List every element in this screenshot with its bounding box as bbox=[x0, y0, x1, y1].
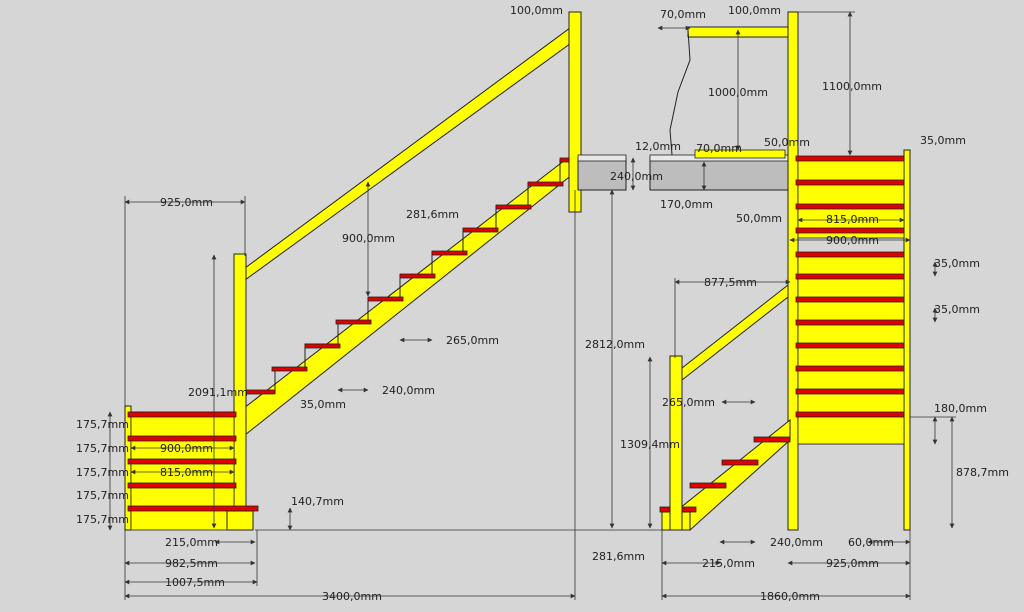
left-tread bbox=[495, 204, 532, 210]
dim-label: 35,0mm bbox=[920, 134, 966, 147]
dim-label: 1309,4mm bbox=[620, 438, 680, 451]
dim-label: 100,0mm bbox=[728, 4, 781, 17]
right-outer-post bbox=[903, 149, 911, 531]
dim-label: 982,5mm bbox=[165, 557, 218, 570]
dim-label: 900,0mm bbox=[826, 234, 879, 247]
left-tread bbox=[431, 250, 468, 256]
left-tread bbox=[399, 273, 436, 279]
right-stringer bbox=[674, 418, 791, 531]
left-tread bbox=[462, 227, 499, 233]
dimension-labels: 100,0mm 70,0mm 100,0mm 1000,0mm 1100,0mm… bbox=[76, 4, 1009, 603]
dim-label: 35,0mm bbox=[300, 398, 346, 411]
left-treads bbox=[239, 157, 579, 395]
left-tread bbox=[271, 366, 308, 372]
right-elevation bbox=[649, 11, 911, 531]
dim-label: 35,0mm bbox=[934, 303, 980, 316]
left-tread bbox=[367, 296, 404, 302]
break-line bbox=[669, 29, 691, 156]
mid-tread bbox=[795, 251, 905, 258]
right-tread bbox=[689, 482, 727, 489]
dimension-lines bbox=[107, 11, 956, 600]
dim-label: 215,0mm bbox=[702, 557, 755, 570]
dim-label: 175,7mm bbox=[76, 442, 129, 455]
dim-label: 265,0mm bbox=[446, 334, 499, 347]
right-handrail bbox=[681, 283, 789, 382]
upper-ladder-treads bbox=[795, 155, 905, 234]
dim-label: 175,7mm bbox=[76, 513, 129, 526]
dim-label: 265,0mm bbox=[662, 396, 715, 409]
dim-label: 180,0mm bbox=[934, 402, 987, 415]
left-tread bbox=[527, 181, 564, 187]
dim-label: 175,7mm bbox=[76, 418, 129, 431]
mid-tread bbox=[795, 296, 905, 303]
dim-label: 815,0mm bbox=[160, 466, 213, 479]
dim-label: 70,0mm bbox=[696, 142, 742, 155]
dim-label: 281,6mm bbox=[592, 550, 645, 563]
mid-tread bbox=[795, 342, 905, 349]
right-small-newel bbox=[669, 355, 683, 531]
dim-label: 815,0mm bbox=[826, 213, 879, 226]
dim-label: 1007,5mm bbox=[165, 576, 225, 589]
dim-label: 170,0mm bbox=[660, 198, 713, 211]
dim-label: 1100,0mm bbox=[822, 80, 882, 93]
right-slab bbox=[649, 157, 791, 191]
dim-label: 281,6mm bbox=[406, 208, 459, 221]
right-tread bbox=[753, 436, 791, 443]
ladder-tread bbox=[127, 505, 259, 512]
dim-label: 900,0mm bbox=[160, 442, 213, 455]
dim-label: 240,0mm bbox=[382, 384, 435, 397]
dim-label: 240,0mm bbox=[770, 536, 823, 549]
dim-label: 70,0mm bbox=[660, 8, 706, 21]
upper-ladder-backing bbox=[797, 157, 905, 239]
left-slab-top bbox=[577, 154, 627, 162]
right-bottom-strip bbox=[797, 416, 905, 445]
dim-label: 100,0mm bbox=[510, 4, 563, 17]
upper-tread bbox=[795, 155, 905, 162]
ladder-bottom-block bbox=[226, 510, 254, 531]
mid-tread bbox=[795, 411, 905, 418]
ladder-tread bbox=[127, 482, 237, 489]
dim-label: 12,0mm bbox=[635, 140, 681, 153]
dim-label: 50,0mm bbox=[736, 212, 782, 225]
dim-label: 215,0mm bbox=[165, 536, 218, 549]
dim-label: 35,0mm bbox=[934, 257, 980, 270]
upper-tread bbox=[795, 203, 905, 210]
dim-label: 140,7mm bbox=[291, 495, 344, 508]
dim-label: 925,0mm bbox=[826, 557, 879, 570]
left-tread bbox=[304, 343, 341, 349]
dim-label: 240,0mm bbox=[610, 170, 663, 183]
upper-tread bbox=[795, 227, 905, 234]
dim-label: 60,0mm bbox=[848, 536, 894, 549]
dim-label: 925,0mm bbox=[160, 196, 213, 209]
left-tread bbox=[335, 319, 372, 325]
mid-tread bbox=[795, 273, 905, 280]
left-handrail bbox=[244, 27, 579, 281]
mid-tread bbox=[795, 388, 905, 395]
dim-label: 3400,0mm bbox=[322, 590, 382, 603]
upper-tread bbox=[795, 179, 905, 186]
ladder-tread bbox=[127, 435, 237, 442]
ladder-tread bbox=[127, 458, 237, 465]
ladder-treads bbox=[127, 411, 259, 512]
mid-tread bbox=[795, 365, 905, 372]
dim-label: 2091,1mm bbox=[188, 386, 248, 399]
dim-label: 50,0mm bbox=[764, 136, 810, 149]
dim-label: 1000,0mm bbox=[708, 86, 768, 99]
right-main-post bbox=[787, 11, 799, 531]
right-tread bbox=[721, 459, 759, 466]
mid-tread bbox=[795, 319, 905, 326]
ladder-tread bbox=[127, 411, 237, 418]
dim-label: 878,7mm bbox=[956, 466, 1009, 479]
dim-label: 175,7mm bbox=[76, 489, 129, 502]
dim-label: 877,5mm bbox=[704, 276, 757, 289]
dim-label: 900,0mm bbox=[342, 232, 395, 245]
dim-label: 1860,0mm bbox=[760, 590, 820, 603]
dim-label: 2812,0mm bbox=[585, 338, 645, 351]
dim-label: 175,7mm bbox=[76, 466, 129, 479]
